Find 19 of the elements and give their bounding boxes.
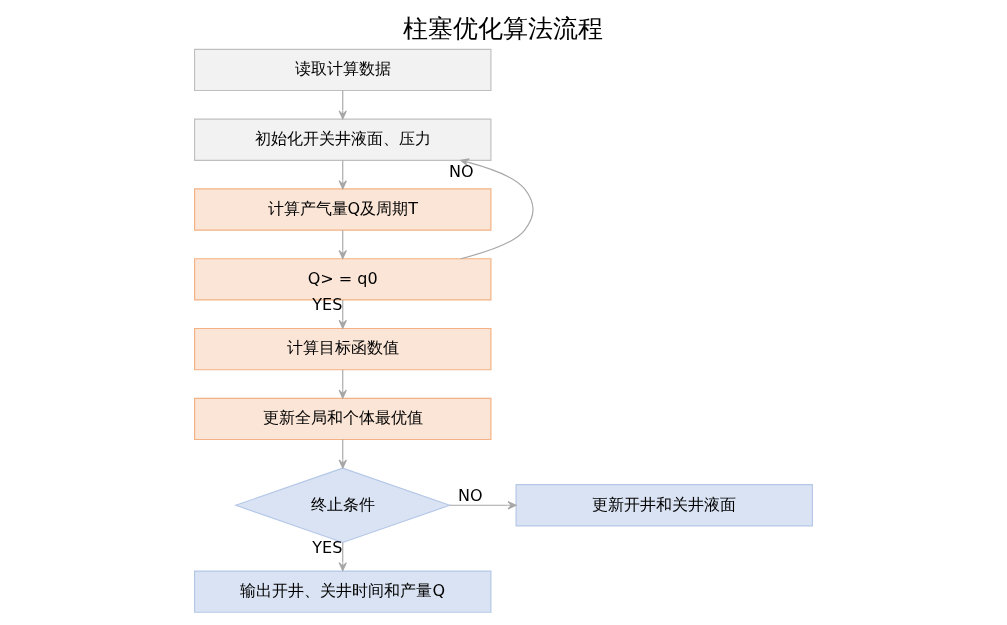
node-box: 更新开井和关井液面 <box>515 484 813 527</box>
arrow <box>338 439 347 469</box>
arrow <box>338 369 347 399</box>
node-box: 初始化开关井液面、压力 <box>194 118 492 161</box>
arrow <box>338 299 347 329</box>
arrow <box>338 542 347 572</box>
edge-label: NO <box>457 485 483 505</box>
node-box: 更新全局和个体最优值 <box>194 397 492 441</box>
node-box: 计算产气量Q及周期T <box>194 188 492 231</box>
arrow <box>338 229 347 260</box>
diagram-title: 柱塞优化算法流程 <box>403 14 604 44</box>
arrow <box>460 158 534 260</box>
node-box: 输出开井、关井时间和产量Q <box>194 570 492 613</box>
node-box: 读取计算数据 <box>194 48 492 92</box>
arrow <box>338 90 347 120</box>
edge-label: NO <box>449 161 474 181</box>
node-box: 计算目标函数值 <box>194 327 492 371</box>
arrow <box>449 501 517 510</box>
arrow <box>338 159 347 190</box>
